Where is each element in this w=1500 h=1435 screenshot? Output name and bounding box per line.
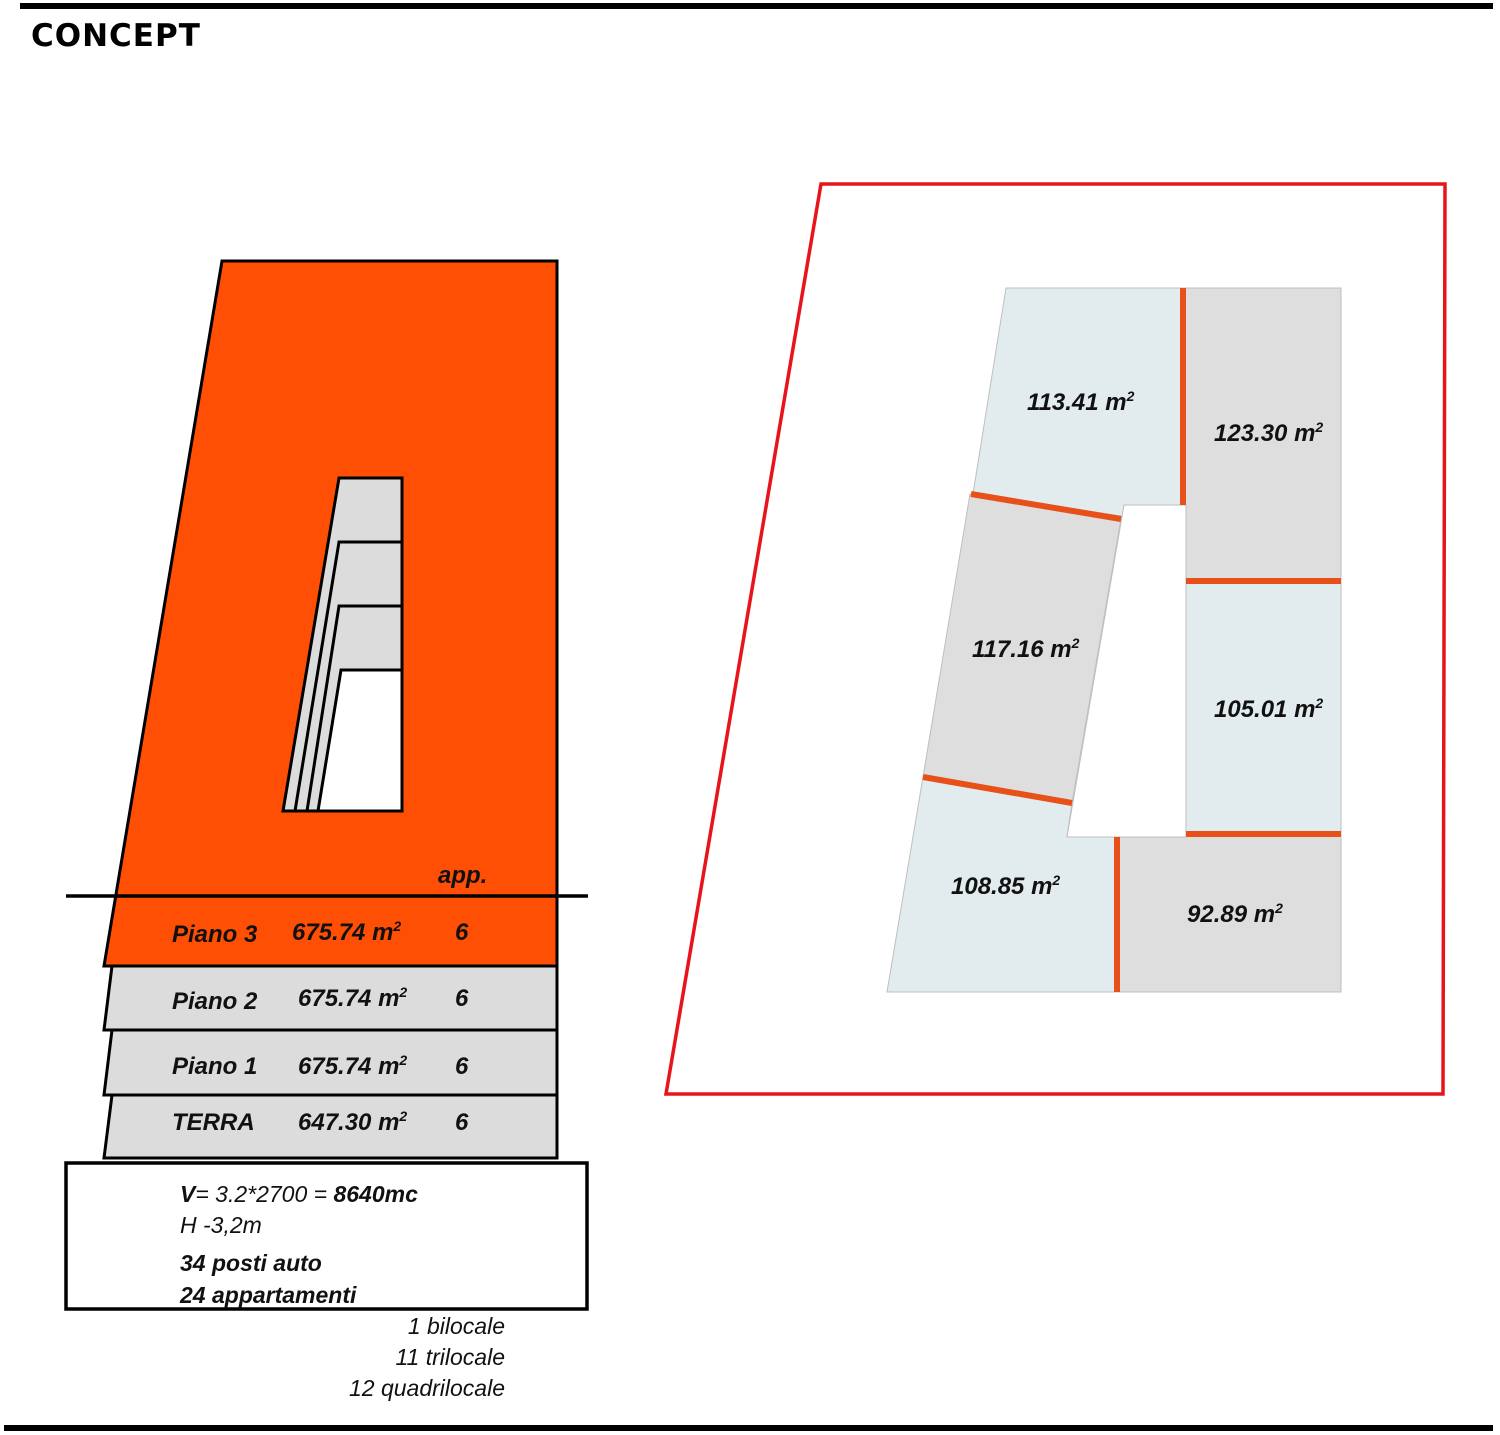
building-section: app. Piano 3 675.74 m2 6 Piano 2 675.74 … [64, 259, 589, 1401]
unit-divider [922, 774, 1073, 806]
apartment-type: 11 trilocale [395, 1344, 505, 1370]
apps-column-header: app. [438, 862, 487, 889]
unit-area-label: 92.89 m2 [1187, 900, 1283, 928]
page-title: CONCEPT [31, 18, 201, 54]
parking-line: 34 posti auto [180, 1250, 322, 1276]
courtyard-ground [316, 668, 404, 813]
floor-name: Piano 1 [172, 1053, 257, 1080]
unit-area-label: 113.41 m2 [1027, 388, 1135, 416]
lot-boundary [663, 182, 1447, 1096]
apartment-type: 12 quadrilocale [349, 1375, 505, 1401]
unit-area-label: 105.01 m2 [1214, 695, 1323, 723]
summary-box [64, 1161, 589, 1311]
height-line: H -3,2m [180, 1212, 262, 1238]
floor-plan: 113.41 m2 123.30 m2 117.16 m2 105.01 m2 … [663, 182, 1447, 1096]
floor-area: 675.74 m2 [298, 984, 407, 1012]
floor-name: Piano 2 [172, 988, 258, 1015]
unit-area-label: 123.30 m2 [1214, 419, 1323, 447]
apartment-type: 1 bilocale [408, 1313, 505, 1339]
apartments-line: 24 appartamenti [179, 1282, 357, 1308]
floor-name: TERRA [172, 1109, 255, 1136]
unit-divider [970, 491, 1122, 522]
floor-area: 647.30 m2 [298, 1108, 407, 1136]
floor-apps: 6 [455, 985, 469, 1012]
volume-line: V= 3.2*2700 = 8640mc [180, 1181, 418, 1207]
floor-apps: 6 [455, 1109, 469, 1136]
floor-apps: 6 [455, 919, 469, 946]
floor-area: 675.74 m2 [292, 918, 401, 946]
floor-area: 675.74 m2 [298, 1052, 407, 1080]
floor-name: Piano 3 [172, 921, 258, 948]
floor-apps: 6 [455, 1053, 469, 1080]
unit-area-label: 108.85 m2 [951, 872, 1060, 900]
unit-area-label: 117.16 m2 [972, 635, 1080, 663]
